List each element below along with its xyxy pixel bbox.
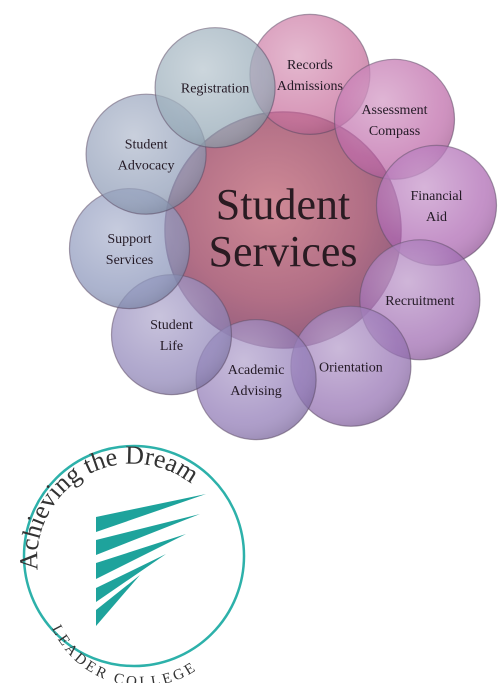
node-label-advocacy-2: Advocacy: [118, 159, 175, 174]
wing-mark-icon: [96, 494, 206, 626]
node-shine-registration: [155, 27, 276, 148]
node-label-financial-1: Financial: [410, 189, 462, 204]
node-label-support-1: Support: [107, 232, 151, 247]
node-label-student-life-1: Student: [150, 318, 193, 333]
node-shine-support: [69, 188, 190, 309]
node-label-advocacy-1: Student: [125, 138, 168, 153]
node-shine-financial: [376, 145, 497, 266]
node-label-financial-2: Aid: [426, 210, 447, 225]
achieving-the-dream-logo: Achieving the Dream LEADER COLLEGE: [14, 440, 246, 683]
node-label-orientation-1: Orientation: [319, 360, 383, 375]
node-label-registration-1: Registration: [181, 82, 249, 97]
node-label-assessment-2: Compass: [369, 124, 420, 139]
node-label-recruitment-1: Recruitment: [385, 294, 454, 309]
node-label-assessment-1: Assessment: [361, 103, 427, 118]
node-orientation: Orientation: [290, 305, 412, 427]
node-registration: Registration: [154, 27, 276, 149]
node-label-support-2: Services: [106, 253, 153, 268]
node-shine-orientation: [290, 306, 411, 427]
center-title-line2: Services: [208, 227, 357, 276]
student-services-diagram: RecordsAdmissionsAssessmentCompassFinanc…: [68, 13, 498, 441]
node-label-student-life-2: Life: [160, 339, 183, 354]
service-nodes: RecordsAdmissionsAssessmentCompassFinanc…: [68, 13, 498, 441]
node-label-records-2: Admissions: [277, 79, 343, 94]
node-label-records-1: Records: [287, 58, 333, 73]
center-title-line1: Student: [216, 180, 350, 229]
node-label-academic-1: Academic: [228, 363, 285, 378]
node-label-academic-2: Advising: [230, 384, 281, 399]
